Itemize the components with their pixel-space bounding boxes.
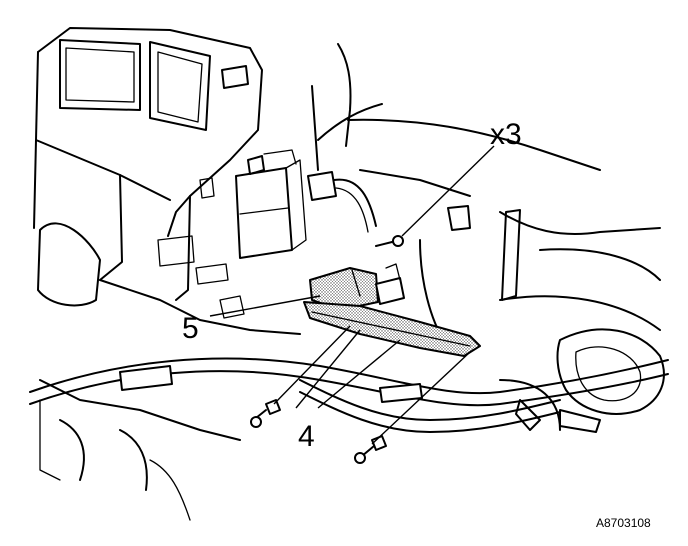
callout-part: 4 — [298, 420, 315, 453]
screw-lower — [354, 435, 387, 464]
callout-bracket: 5 — [182, 312, 199, 345]
leader-4-right — [317, 339, 401, 409]
body-frame-right — [347, 118, 665, 433]
figure-reference-code: A8703108 — [596, 516, 651, 530]
hvac-housing — [33, 27, 263, 301]
wire-harness-upper — [307, 43, 383, 233]
leader-screw-lower — [371, 351, 471, 445]
leader-x3 — [401, 145, 495, 237]
leader-screw-left — [273, 325, 351, 405]
leader-5 — [209, 295, 321, 317]
leader-4-left — [295, 329, 361, 409]
bracket-part-5 — [309, 263, 405, 311]
panel-part-4 — [303, 301, 481, 357]
screw-left — [250, 399, 281, 428]
floor-structure — [37, 222, 301, 521]
screw-upper — [375, 235, 404, 247]
control-module — [235, 149, 307, 259]
callout-quantity: x3 — [490, 118, 522, 151]
leader-lines — [209, 145, 495, 445]
